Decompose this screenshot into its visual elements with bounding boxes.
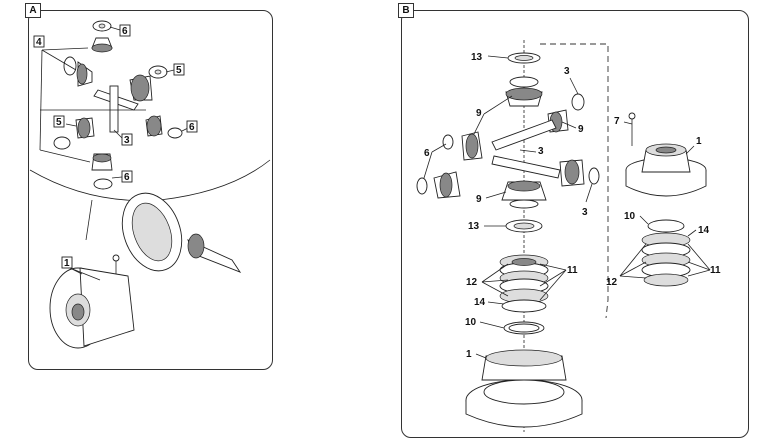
callout-1-right: 1: [696, 136, 702, 147]
panel-a-drawing: 4 6 5 5 3 6 6 1: [29, 20, 271, 349]
callout-14-right: 14: [698, 225, 710, 236]
callout-13-top: 13: [471, 52, 483, 63]
panel-b-tag: B: [398, 3, 414, 18]
callout-12-center: 12: [466, 277, 478, 288]
pin: [109, 85, 119, 133]
callout-1: 1: [64, 258, 70, 269]
panel-b: B: [398, 3, 749, 438]
callout-5-left: 5: [56, 117, 62, 128]
callout-9-lower: 9: [476, 194, 482, 205]
callout-3: 3: [124, 135, 130, 146]
dashed-guide: [540, 43, 609, 319]
callout-6: 6: [424, 148, 430, 159]
callout-7: 7: [614, 116, 620, 127]
washer-right-low: [167, 127, 183, 139]
callout-9-upper-right: 9: [578, 124, 584, 135]
callout-10-right: 10: [624, 211, 636, 222]
magnifier-stem: [85, 199, 93, 241]
clutch-pack-right: [641, 232, 691, 287]
washer-left-top: [63, 56, 77, 76]
callout-6-right: 6: [189, 122, 195, 133]
callout-9-upper-left: 9: [476, 108, 482, 119]
washer-left-low: [53, 136, 71, 150]
panel-b-drawing: 13 3 9 9 7 1 6 3 9 3 13 10 14 12 11 12 1…: [416, 40, 721, 432]
callout-4: 4: [36, 37, 42, 48]
callout-6-top: 6: [122, 26, 128, 37]
callout-3-top: 3: [564, 66, 570, 77]
washer-6-upper: [442, 134, 454, 150]
callout-5-right: 5: [176, 65, 182, 76]
callout-1-bottom: 1: [466, 349, 472, 360]
washer-6-lower: [416, 177, 428, 195]
washer-bottom: [93, 178, 113, 190]
clutch-pack-center: [499, 254, 549, 313]
callout-3-lower: 3: [582, 207, 588, 218]
callout-6-bottom: 6: [124, 172, 130, 183]
callout-11-center: 11: [567, 265, 578, 276]
callout-3-center: 3: [538, 146, 544, 157]
spring-ring-right: [647, 219, 685, 233]
callout-12-right: 12: [606, 277, 618, 288]
panel-a-tag: A: [25, 3, 41, 18]
washer-3-right: [588, 167, 600, 185]
callout-11-right: 11: [710, 265, 721, 276]
cross-shaft-lower: [491, 155, 561, 179]
callout-13-bottom: 13: [468, 221, 480, 232]
cross-shaft-upper: [491, 119, 557, 151]
callout-10-center: 10: [465, 317, 477, 328]
washer-3-top: [571, 93, 585, 111]
callout-14-center: 14: [474, 297, 486, 308]
